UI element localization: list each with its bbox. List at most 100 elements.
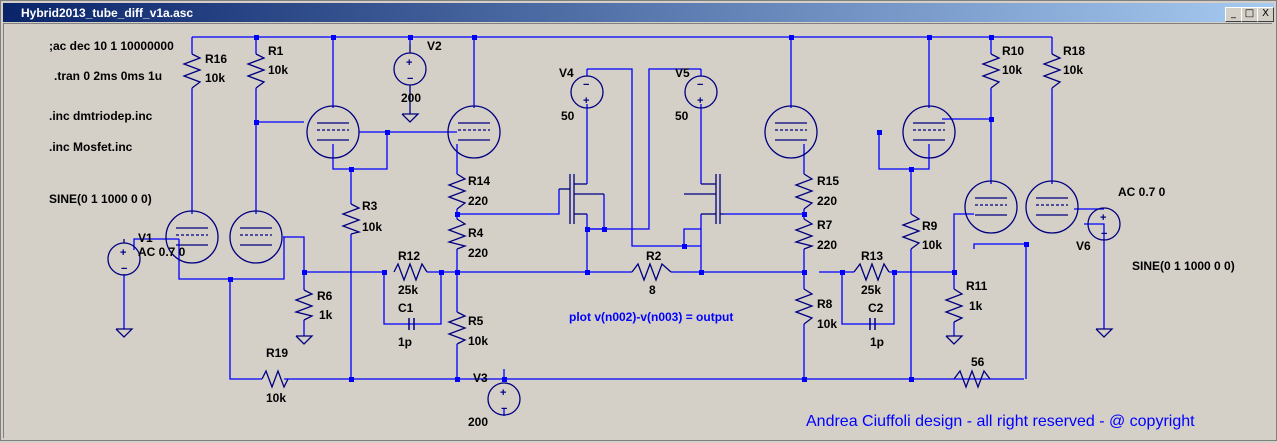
resistor-R5 (447, 311, 467, 345)
resistor-R11 (944, 288, 964, 323)
svg-text:+: + (120, 247, 126, 259)
resistor-R6 (293, 289, 314, 321)
label-R18: R18 (1063, 44, 1085, 58)
resistor-R7 (793, 218, 815, 250)
value-R9: 10k (922, 238, 942, 252)
value-V5: 50 (675, 109, 689, 123)
value-C2: 1p (870, 335, 884, 349)
value-R1: 10k (268, 63, 288, 77)
value-R8: 10k (817, 317, 837, 331)
svg-text:−: − (407, 73, 413, 85)
source-V3 (487, 382, 521, 416)
label-R8: R8 (817, 297, 833, 311)
schematic-drawing: +− +− +− −+ −+ +− (49, 35, 1235, 429)
label-V6: V6 (1076, 239, 1091, 253)
minimize-button[interactable]: _ (1225, 7, 1242, 22)
label-R2: R2 (646, 249, 662, 263)
tube-5 (165, 210, 219, 264)
directive-ac: ;ac dec 10 1 10000000 (49, 39, 174, 53)
label-R5: R5 (468, 314, 484, 328)
resistor-R10 (981, 53, 1001, 89)
maximize-button[interactable]: □ (1241, 7, 1258, 22)
resistor-56 (953, 369, 991, 389)
schematic-canvas[interactable]: +− +− +− −+ −+ +− (3, 23, 1272, 438)
value-V3: 200 (468, 415, 488, 429)
close-button[interactable]: X (1257, 7, 1274, 22)
label-R14: R14 (468, 174, 490, 188)
svg-text:−: − (583, 79, 589, 91)
tube-3 (764, 105, 818, 159)
tube-4 (902, 105, 956, 159)
value-R16: 10k (205, 71, 225, 85)
tube-2 (447, 105, 501, 159)
directive-inc1: .inc dmtriodep.inc (49, 109, 153, 123)
label-R6: R6 (317, 289, 333, 303)
value-R6: 1k (319, 308, 333, 322)
value-R56: 56 (971, 355, 985, 369)
value-C1: 1p (398, 335, 412, 349)
title-bar: Hybrid2013_tube_diff_v1a.asc _ □ X (3, 3, 1274, 22)
value-R5: 10k (468, 334, 488, 348)
label-V4: V4 (559, 66, 574, 80)
label-R3: R3 (362, 199, 378, 213)
label-C2: C2 (868, 301, 884, 315)
tube-7 (964, 180, 1018, 234)
value-R12: 25k (398, 283, 418, 297)
directive-inc2: .inc Mosfet.inc (49, 140, 133, 154)
label-C1: C1 (398, 301, 414, 315)
resistor-R4 (446, 218, 468, 250)
resistor-R1 (246, 53, 266, 89)
label-V5: V5 (675, 66, 690, 80)
label-R1: R1 (268, 44, 284, 58)
label-R19: R19 (266, 346, 288, 360)
label-V1: V1 (138, 231, 153, 245)
tube-8 (1025, 180, 1079, 234)
copyright-credit: Andrea Ciuffoli design - all right reser… (806, 413, 1195, 430)
label-R15: R15 (817, 174, 839, 188)
svg-text:−: − (697, 79, 703, 91)
label-V3: V3 (473, 371, 488, 385)
value-R4: 220 (468, 246, 488, 260)
svg-text:−: − (501, 403, 507, 415)
value-R2: 8 (649, 283, 656, 297)
svg-text:−: − (1101, 228, 1107, 240)
resistor-R15 (794, 173, 814, 210)
label-R12: R12 (398, 249, 420, 263)
resistor-R3 (341, 203, 362, 235)
resistor-R8 (794, 288, 814, 325)
svg-text:+: + (500, 387, 506, 399)
resistor-R2 (631, 262, 672, 282)
value-V6: AC 0.7 0 (1118, 185, 1166, 199)
label-R9: R9 (922, 219, 938, 233)
source-V4 (570, 75, 604, 109)
directive-sine-right: SINE(0 1 1000 0 0) (1132, 259, 1235, 273)
svg-text:+: + (1100, 212, 1106, 224)
source-V6 (1087, 207, 1121, 241)
directive-tran: .tran 0 2ms 0ms 1u (54, 69, 162, 83)
directive-plot: plot v(n002)-v(n003) = output (569, 310, 733, 324)
tube-1 (306, 105, 360, 159)
value-R11: 1k (969, 299, 983, 313)
label-V2: V2 (427, 39, 442, 53)
value-V1: AC 0.7 0 (138, 245, 186, 259)
label-R7: R7 (817, 218, 833, 232)
resistor-R9 (901, 213, 921, 250)
value-V2: 200 (401, 91, 421, 105)
value-R7: 220 (817, 238, 837, 252)
directive-sine-left: SINE(0 1 1000 0 0) (49, 192, 152, 206)
value-R18: 10k (1063, 63, 1083, 77)
source-V5 (684, 75, 718, 109)
value-R15: 220 (817, 194, 837, 208)
label-R11: R11 (966, 279, 988, 293)
svg-text:+: + (583, 95, 589, 107)
label-R4: R4 (468, 226, 484, 240)
label-R16: R16 (205, 52, 227, 66)
resistor-R18 (1042, 53, 1062, 89)
label-R13: R13 (861, 249, 883, 263)
resistor-R12 (393, 262, 428, 282)
value-R13: 25k (861, 283, 881, 297)
value-R19: 10k (266, 391, 286, 405)
value-R3: 10k (362, 220, 382, 234)
value-V4: 50 (561, 109, 575, 123)
